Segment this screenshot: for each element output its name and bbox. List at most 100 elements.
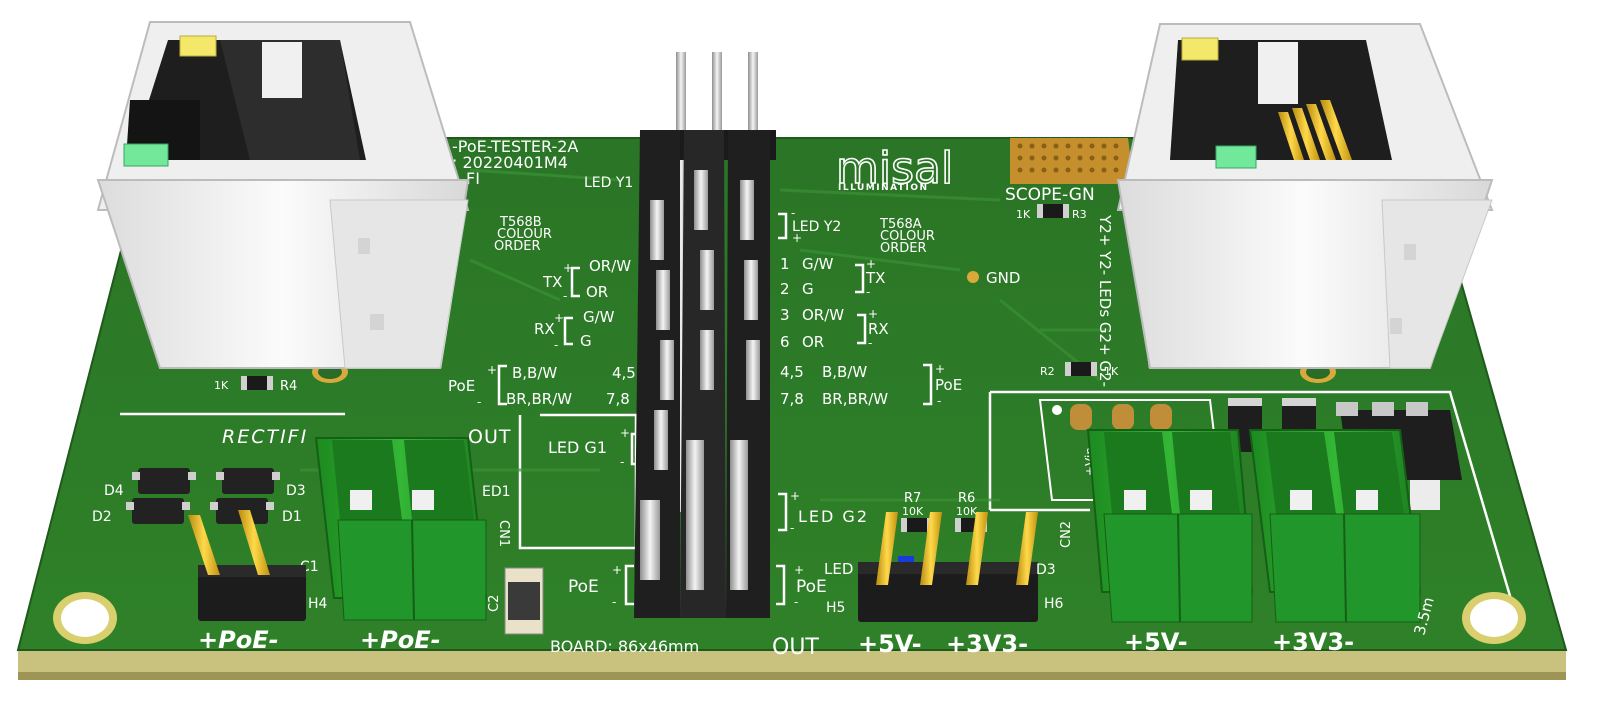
led-g2-plus: + — [790, 489, 800, 503]
led-y2-label: LED Y2 — [792, 219, 841, 235]
terminal-cn1 — [314, 437, 488, 621]
poe-pins-label: +PoE- — [198, 626, 279, 654]
t568b-row-pin: 4,5 — [612, 364, 636, 382]
resistor-r2 — [1065, 362, 1097, 376]
poe-out-left-label: PoE — [568, 577, 599, 597]
brand-tagline: ILLUMINATION — [838, 183, 929, 193]
led-g2-label: LED G2 — [798, 507, 869, 526]
r4-value: 1K — [214, 379, 229, 392]
t568a-rx-label: RX — [868, 320, 889, 338]
t568a-row-name: B,B/W — [822, 363, 867, 381]
led-green-left — [123, 143, 169, 167]
resistor-r3 — [1037, 204, 1069, 218]
r7-refdes: R7 — [904, 491, 921, 506]
header-h4 — [188, 510, 306, 621]
t568b-row-name: OR/W — [589, 257, 631, 275]
h6-refdes: H6 — [1044, 596, 1064, 612]
led-yellow-left — [179, 35, 217, 57]
pin-rows — [640, 170, 760, 590]
5v-terminal-label: +5V- — [1124, 628, 1188, 656]
ed1-refdes: ED1 — [482, 484, 511, 500]
t568b-row-name: G/W — [583, 308, 615, 326]
t568a-row-pin: 1 — [780, 255, 790, 273]
r3-refdes: R3 — [1072, 208, 1087, 221]
h4-refdes: H4 — [308, 596, 328, 612]
t568b-row-pin: 7,8 — [606, 390, 630, 408]
t568b-tx-minus: - — [563, 289, 567, 303]
t568b-row-name: BR,BR/W — [506, 390, 572, 408]
t568a-tx-minus: - — [866, 285, 870, 299]
board-edge — [18, 648, 1566, 678]
poe-out-right-label: PoE — [796, 577, 827, 597]
t568a-row-name: G/W — [802, 255, 834, 273]
t568b-poe-label: PoE — [448, 377, 475, 395]
t568a-row-name: BR,BR/W — [822, 390, 888, 408]
d1-refdes: D1 — [282, 509, 302, 525]
t568a-rx-bracket — [857, 313, 867, 345]
capacitor-c2 — [504, 567, 544, 635]
r2-refdes: R2 — [1040, 365, 1055, 378]
t568b-tx-plus: + — [563, 261, 573, 275]
t568a-tx-plus: + — [866, 257, 876, 271]
t568b-heading-3: ORDER — [494, 239, 541, 254]
t568a-rx-plus: + — [868, 307, 878, 321]
t568a-poe-plus: + — [935, 362, 945, 376]
resistor-r4 — [241, 376, 273, 390]
rj45-jack-right — [1116, 23, 1494, 369]
t568b-rx-minus: - — [554, 338, 558, 352]
poe-out-right-plus: + — [794, 563, 804, 577]
t568a-poe-bracket — [923, 363, 933, 406]
led-green-right — [1215, 145, 1257, 169]
gnd-test-point — [967, 271, 979, 283]
t568b-heading: T568B — [499, 215, 542, 230]
mounting-hole-left — [53, 592, 117, 644]
led-partial-label: LED — [824, 560, 853, 578]
d4-refdes: D4 — [104, 483, 124, 499]
led-y2-plus: + — [792, 231, 802, 245]
t568b-rx-plus: + — [554, 311, 564, 325]
r6-refdes: R6 — [958, 491, 975, 506]
poe-out-bracket-right — [776, 564, 786, 606]
diode-d4 — [132, 468, 196, 494]
rectifier-label: RECTIFI — [222, 426, 308, 448]
led-y2-minus: - — [791, 206, 795, 220]
t568b-poe-bracket — [497, 364, 507, 406]
brand-logo: misal — [836, 143, 953, 194]
t568a-poe-minus: - — [937, 394, 941, 408]
t568b-tx-bracket — [570, 266, 580, 298]
3v3-pins-label: +3V3- — [946, 630, 1028, 658]
t568b-rx-label: RX — [534, 320, 555, 338]
led-yellow-right — [1181, 37, 1219, 61]
5v-pins-label: +5V- — [858, 630, 922, 658]
board-edge-shadow — [18, 672, 1566, 680]
t568a-heading: T568A — [879, 217, 922, 232]
mounting-hole-right — [1462, 592, 1526, 644]
led-y2-bracket — [778, 212, 788, 240]
t568a-row-pin: 3 — [780, 306, 790, 324]
poe-out-right-minus: - — [794, 595, 798, 609]
led-g2-minus: - — [790, 521, 794, 535]
diode-d3 — [216, 468, 280, 494]
r7-value: 10K — [902, 505, 924, 518]
header-h5-h6 — [858, 512, 1038, 622]
scope-gnd-label: SCOPE-GN — [1005, 185, 1095, 205]
led-g1-minus: - — [620, 455, 624, 469]
led-g1-label: LED G1 — [548, 438, 607, 457]
led-side-label: Y2+ Y2- LEDs G2+ G2- — [1096, 214, 1114, 387]
t568a-row-name: OR/W — [802, 306, 844, 324]
cn1-refdes: CN1 — [496, 520, 511, 547]
d3-refdes: D3 — [286, 483, 306, 499]
board-title: -PoE-TESTER-2A — [452, 137, 578, 156]
t568b-tx-label: TX — [542, 273, 562, 291]
t568a-row-pin: 4,5 — [780, 363, 804, 381]
t568b-heading-2: COLOUR — [497, 227, 552, 242]
h5-refdes: H5 — [826, 600, 845, 616]
t568b-poe-plus: + — [487, 363, 497, 377]
t568a-row-pin: 7,8 — [780, 390, 804, 408]
poe-out-bracket-left — [624, 564, 634, 606]
gnd-label: GND — [986, 269, 1020, 287]
t568b-row-name: OR — [586, 283, 608, 301]
3v3-terminal-label: +3V3- — [1272, 628, 1354, 656]
